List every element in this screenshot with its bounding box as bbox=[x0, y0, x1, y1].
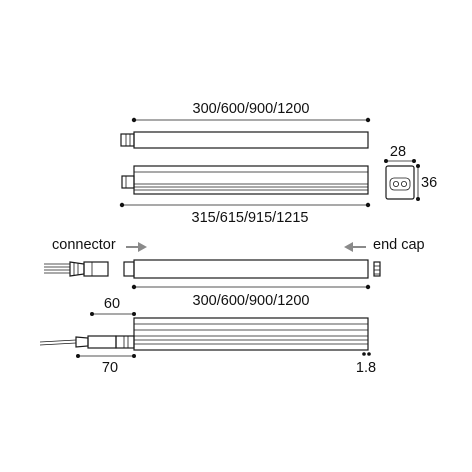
top-bar-body bbox=[133, 131, 369, 149]
bottom-cable-line bbox=[39, 339, 77, 343]
height-label: 36 bbox=[421, 175, 437, 191]
bar-connector-stub bbox=[123, 261, 135, 277]
bottom-plug-body bbox=[87, 335, 117, 349]
dim-60-label: 60 bbox=[104, 296, 120, 312]
top-view: 300/600/900/1200 bbox=[120, 101, 371, 149]
side-bar-connector-stub bbox=[121, 175, 135, 189]
bottom-view: 60 70 1.8 bbox=[39, 296, 376, 376]
total-dim-dot-right bbox=[365, 202, 371, 208]
total-dim-dot-left bbox=[119, 202, 125, 208]
bottom-plug-relief bbox=[75, 336, 89, 348]
top-dim-dot-left bbox=[131, 117, 137, 123]
cross-section-view: 28 36 bbox=[384, 144, 437, 201]
profile-outline bbox=[385, 165, 415, 200]
socket-pin-left bbox=[392, 180, 399, 187]
profile-socket bbox=[389, 177, 411, 191]
end-cap-label: end cap bbox=[373, 237, 425, 253]
total-length-label: 315/615/915/1215 bbox=[192, 210, 309, 226]
assembly-view: connector end cap bbox=[44, 237, 425, 309]
plug-body bbox=[83, 261, 109, 277]
assembly-bar-body bbox=[133, 259, 369, 279]
width-label: 28 bbox=[390, 144, 406, 160]
bottom-plug-head bbox=[115, 335, 135, 349]
endcap-thickness-label: 1.8 bbox=[356, 360, 376, 376]
top-dim-dot-right bbox=[365, 117, 371, 123]
plug-strain-relief bbox=[69, 261, 85, 277]
top-length-label: 300/600/900/1200 bbox=[193, 101, 310, 117]
connector-label: connector bbox=[52, 237, 116, 253]
mid-length-label: 300/600/900/1200 bbox=[193, 293, 310, 309]
socket-pin-right bbox=[400, 180, 407, 187]
bottom-bar-body bbox=[133, 317, 369, 351]
end-cap-part bbox=[373, 261, 381, 277]
arrow-left-icon bbox=[344, 242, 366, 252]
arrow-right-icon bbox=[126, 242, 147, 252]
top-bar-connector-stub bbox=[120, 133, 135, 147]
dim-70-label: 70 bbox=[102, 360, 118, 376]
side-view: 315/615/915/1215 bbox=[119, 165, 371, 226]
